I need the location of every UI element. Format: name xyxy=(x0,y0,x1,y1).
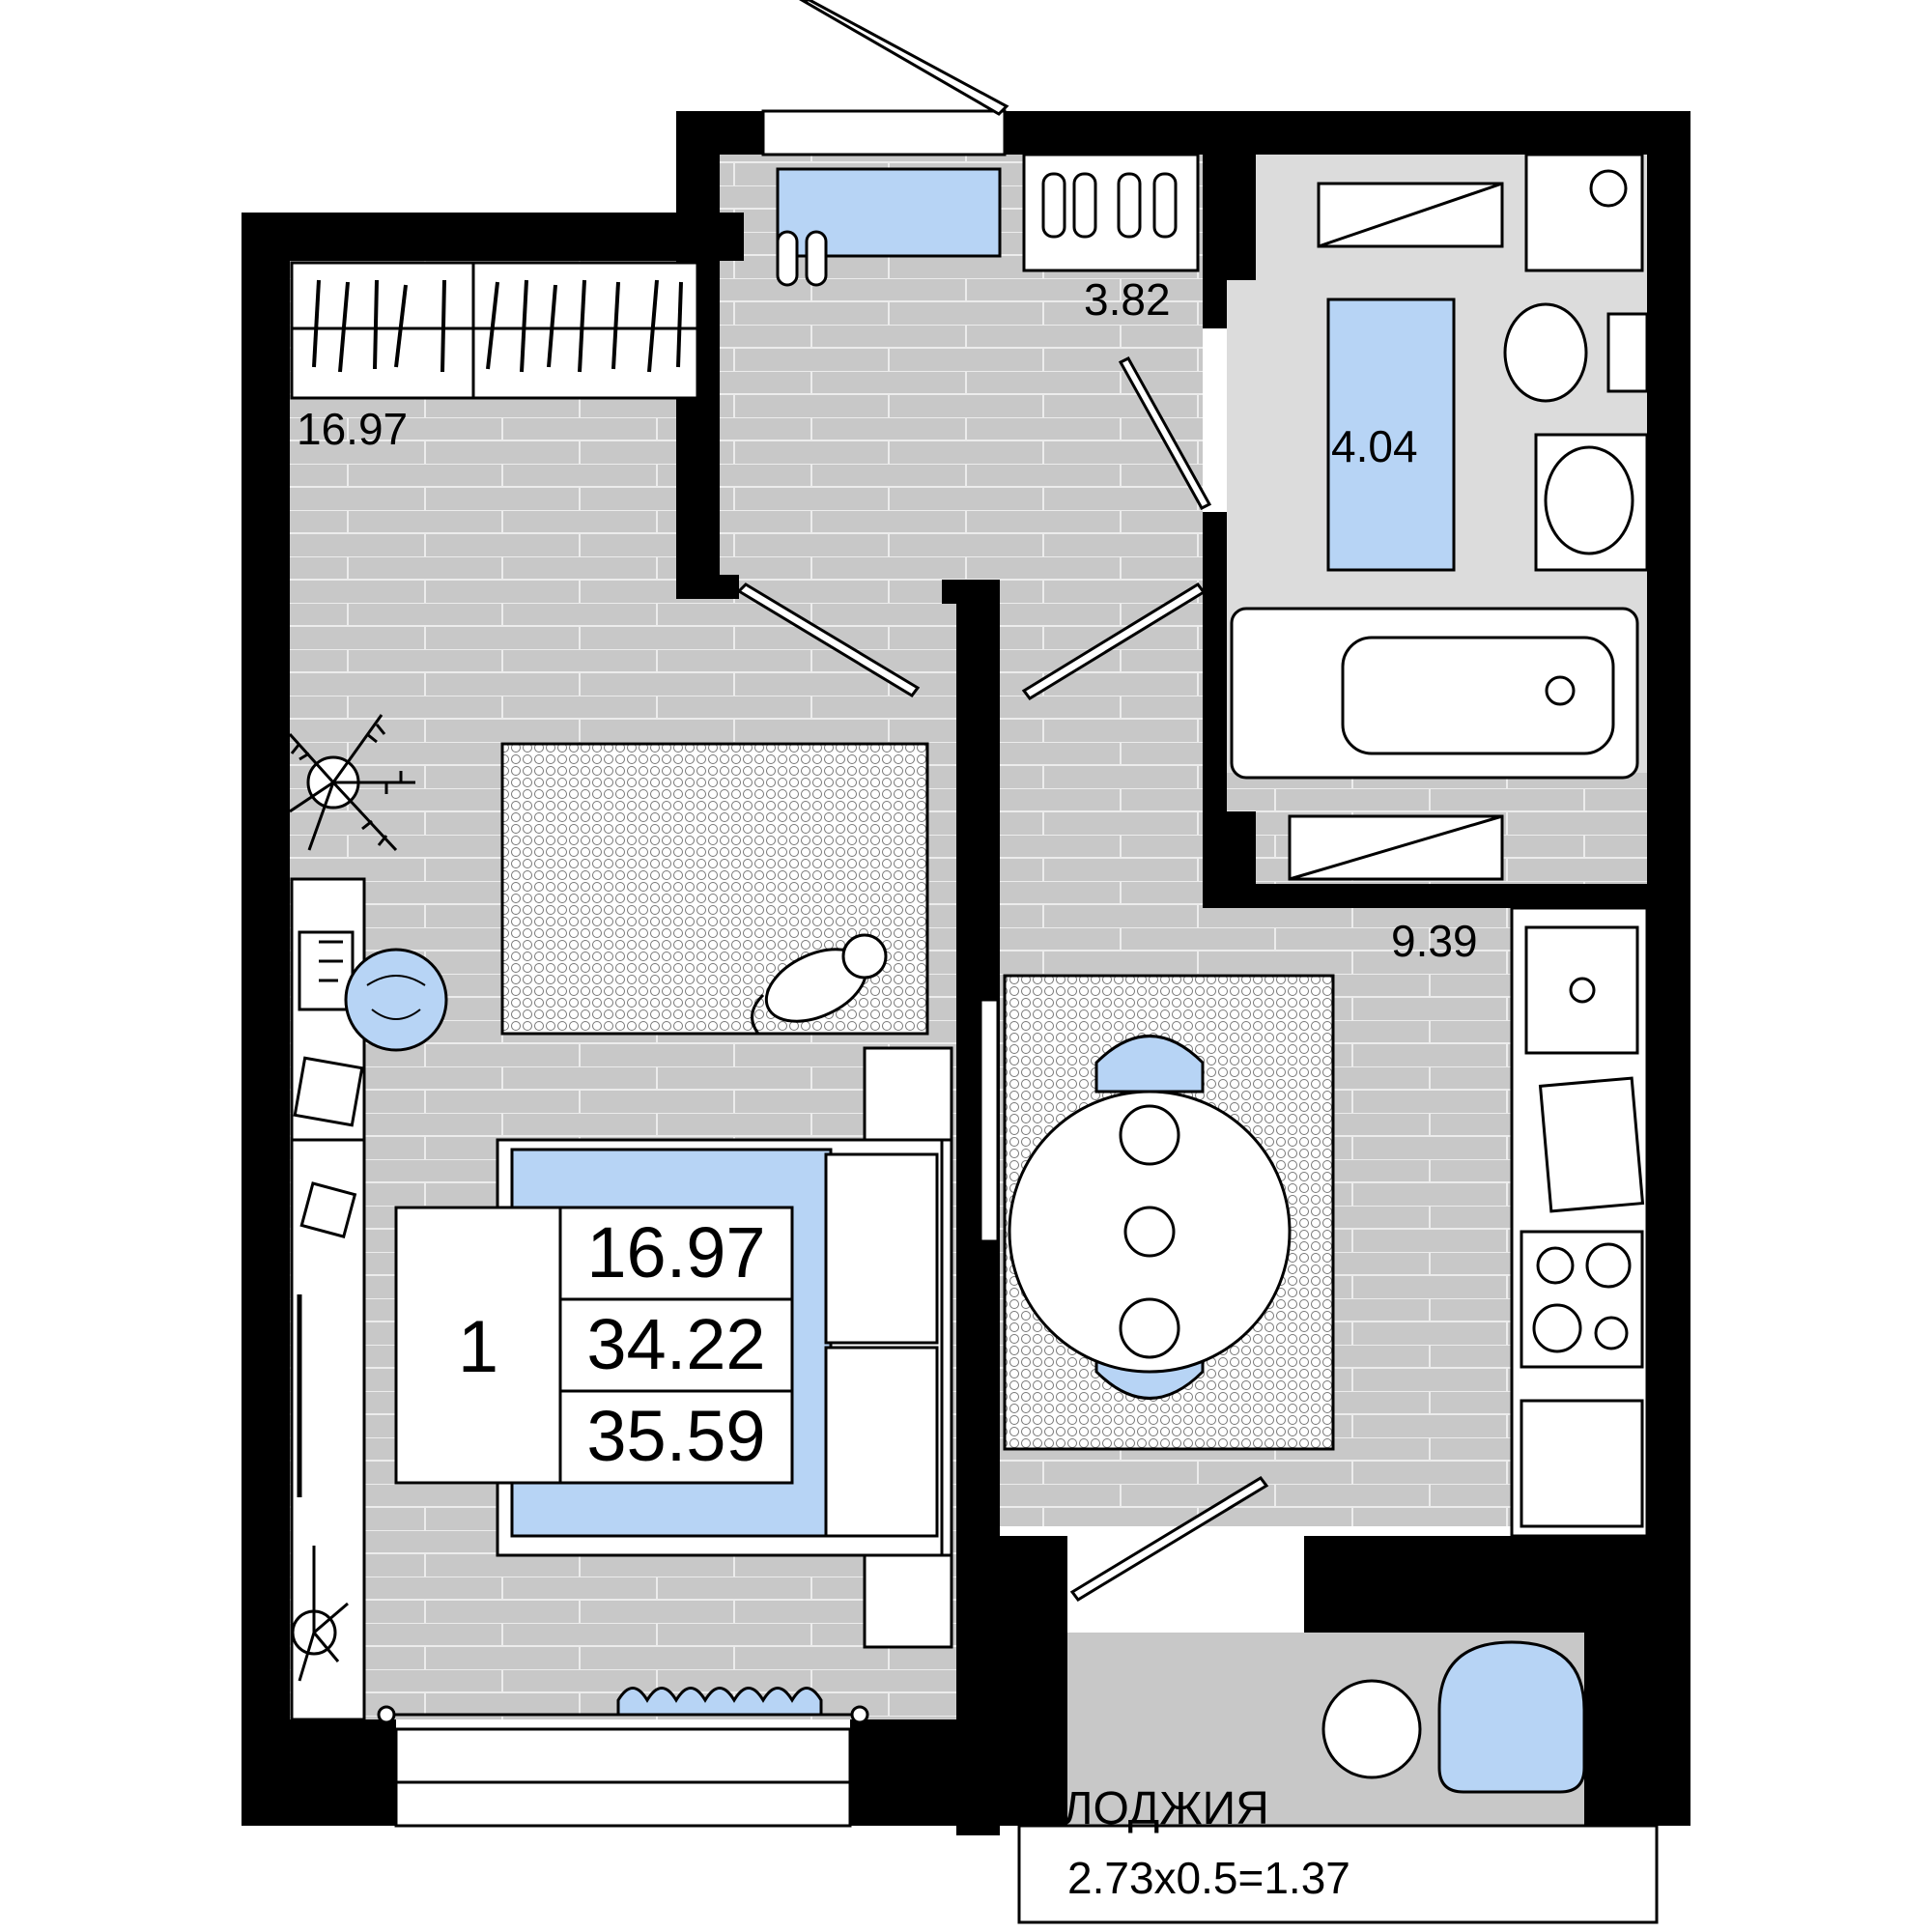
nightstands xyxy=(863,1046,953,1649)
wall-right-outer xyxy=(1647,111,1690,1826)
drain-icon xyxy=(1524,153,1644,272)
bathroom-area-label: 4.04 xyxy=(1331,421,1418,471)
wall-bath-left-bottom xyxy=(1203,512,1227,908)
shoes-icon xyxy=(776,230,828,287)
book-icon xyxy=(299,1181,357,1238)
area-labels: 16.97 3.82 4.04 9.39 ЛОДЖИЯ 2.73х0.5=1.3… xyxy=(297,274,1478,1903)
wardrobe xyxy=(290,261,699,400)
wall-loggia-left xyxy=(1000,1536,1067,1826)
cutting-board-icon xyxy=(1538,1076,1645,1213)
wall-bedroom-bottom-left xyxy=(242,1719,396,1826)
door-loggia xyxy=(1069,1476,1269,1602)
wall-loggia-pillar xyxy=(1584,1633,1647,1826)
plate-bottom-icon xyxy=(1119,1297,1180,1359)
bedroom-area-label: 16.97 xyxy=(297,404,408,454)
loggia-formula: 2.73х0.5=1.37 xyxy=(1067,1853,1350,1903)
sink-icon xyxy=(1534,433,1649,572)
plant-icon xyxy=(288,714,415,852)
entry-door xyxy=(799,0,1009,116)
bedroom-rug xyxy=(500,742,929,1036)
door-bathroom xyxy=(1118,356,1212,510)
door-bedroom xyxy=(736,582,921,697)
room-count: 1 xyxy=(458,1306,498,1388)
kitchen-counter xyxy=(1510,906,1649,1538)
window-hall xyxy=(761,109,1007,156)
doors xyxy=(736,0,1269,1602)
curtain-rail xyxy=(377,1687,869,1724)
hall-area-label: 3.82 xyxy=(1084,274,1171,325)
plate-top-icon xyxy=(1119,1104,1180,1166)
shoe-rack-shoes-icon xyxy=(1041,172,1178,239)
wall-bath-bottom xyxy=(1203,884,1647,908)
total-area-with-loggia: 35.59 xyxy=(586,1396,765,1476)
window-bedroom xyxy=(394,1727,852,1828)
desk xyxy=(290,877,366,1721)
wall-partition-cap xyxy=(942,580,990,604)
summary-table: 1 16.97 34.22 35.59 xyxy=(394,1206,794,1485)
bathroom-fixtures xyxy=(1230,153,1649,881)
window-loggia xyxy=(1017,1824,1659,1924)
toilet-icon xyxy=(1503,302,1649,403)
total-area: 34.22 xyxy=(586,1304,765,1384)
wall-hall-top-right xyxy=(1005,111,1690,155)
laptop-icon xyxy=(298,930,355,1011)
plant-small-icon xyxy=(291,1546,349,1682)
wall-bedroom-left xyxy=(242,213,290,1826)
wall-hall-stub-left xyxy=(676,575,739,599)
cat-icon xyxy=(751,933,888,1035)
bath-mat xyxy=(1326,298,1456,572)
loggia-title: ЛОДЖИЯ xyxy=(1063,1783,1269,1834)
loggia-table xyxy=(1321,1679,1422,1779)
hall-furniture xyxy=(776,153,1200,287)
living-area: 16.97 xyxy=(586,1212,765,1293)
kitchen-area-label: 9.39 xyxy=(1391,916,1478,966)
papers-icon xyxy=(293,1056,364,1127)
wall-bedroom-top xyxy=(242,213,744,261)
windows xyxy=(394,109,1659,1924)
wall-bath-left-top xyxy=(1203,155,1227,328)
bathtub-icon xyxy=(1230,607,1639,780)
wall-loggia-top xyxy=(1304,1536,1647,1633)
kitchen-side-panel xyxy=(979,998,1000,1243)
kitchen-cabinet xyxy=(1520,1399,1644,1528)
plate-middle-icon xyxy=(1123,1206,1176,1258)
wall-hall-top-left xyxy=(676,111,763,155)
kitchen-furniture xyxy=(1003,906,1649,1538)
wall-niche-bottom xyxy=(1227,811,1256,889)
pouf xyxy=(344,948,448,1052)
loggia-furniture xyxy=(1321,1640,1586,1794)
armchair-icon xyxy=(1437,1640,1586,1794)
wall-kitchen-bottom-left xyxy=(1000,1536,1063,1560)
wall-niche-top xyxy=(1227,155,1256,280)
door-kitchen xyxy=(1021,582,1207,700)
